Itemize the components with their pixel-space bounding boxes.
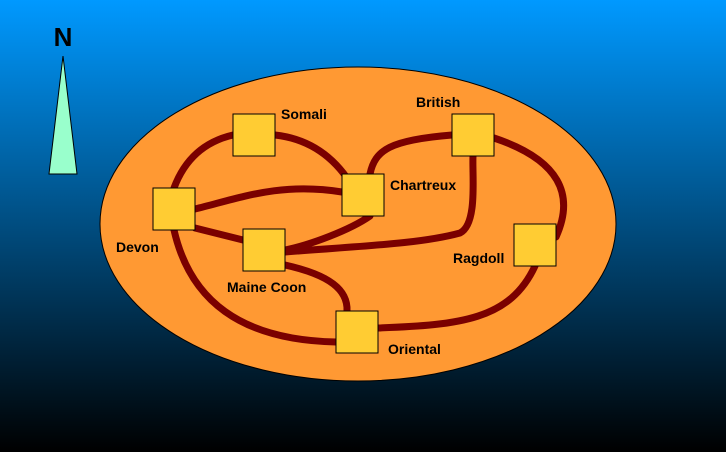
roads [170, 131, 568, 346]
station-label-somali: Somali [281, 106, 327, 122]
station-chartreux[interactable] [341, 173, 385, 217]
station-label-oriental: Oriental [388, 341, 441, 357]
station-label-chartreux: Chartreux [390, 177, 456, 193]
station-label-maine-coon: Maine Coon [227, 279, 306, 295]
stations [152, 113, 557, 354]
road-devon-chartreux [191, 185, 346, 213]
road-ragdoll-oriental [374, 262, 539, 332]
road-british-ragdoll [490, 134, 568, 241]
station-label-british: British [416, 94, 460, 110]
road-somali-chartreux [271, 131, 351, 182]
station-label-devon: Devon [116, 239, 159, 255]
station-ragdoll[interactable] [513, 223, 557, 267]
road-maine-coon-oriental [281, 261, 351, 315]
road-somali-devon [170, 131, 237, 192]
station-british[interactable] [451, 113, 495, 157]
station-maine-coon[interactable] [242, 228, 286, 272]
station-label-ragdoll: Ragdoll [453, 250, 504, 266]
road-devon-maine-coon [191, 224, 247, 244]
station-devon[interactable] [152, 187, 196, 231]
station-oriental[interactable] [335, 310, 379, 354]
north-label: N [54, 22, 73, 52]
north-arrow-icon [48, 55, 78, 175]
road-maine-coon-british [281, 152, 477, 256]
station-somali[interactable] [232, 113, 276, 157]
road-chartreux-british [366, 131, 456, 178]
road-devon-oriental [170, 226, 340, 346]
